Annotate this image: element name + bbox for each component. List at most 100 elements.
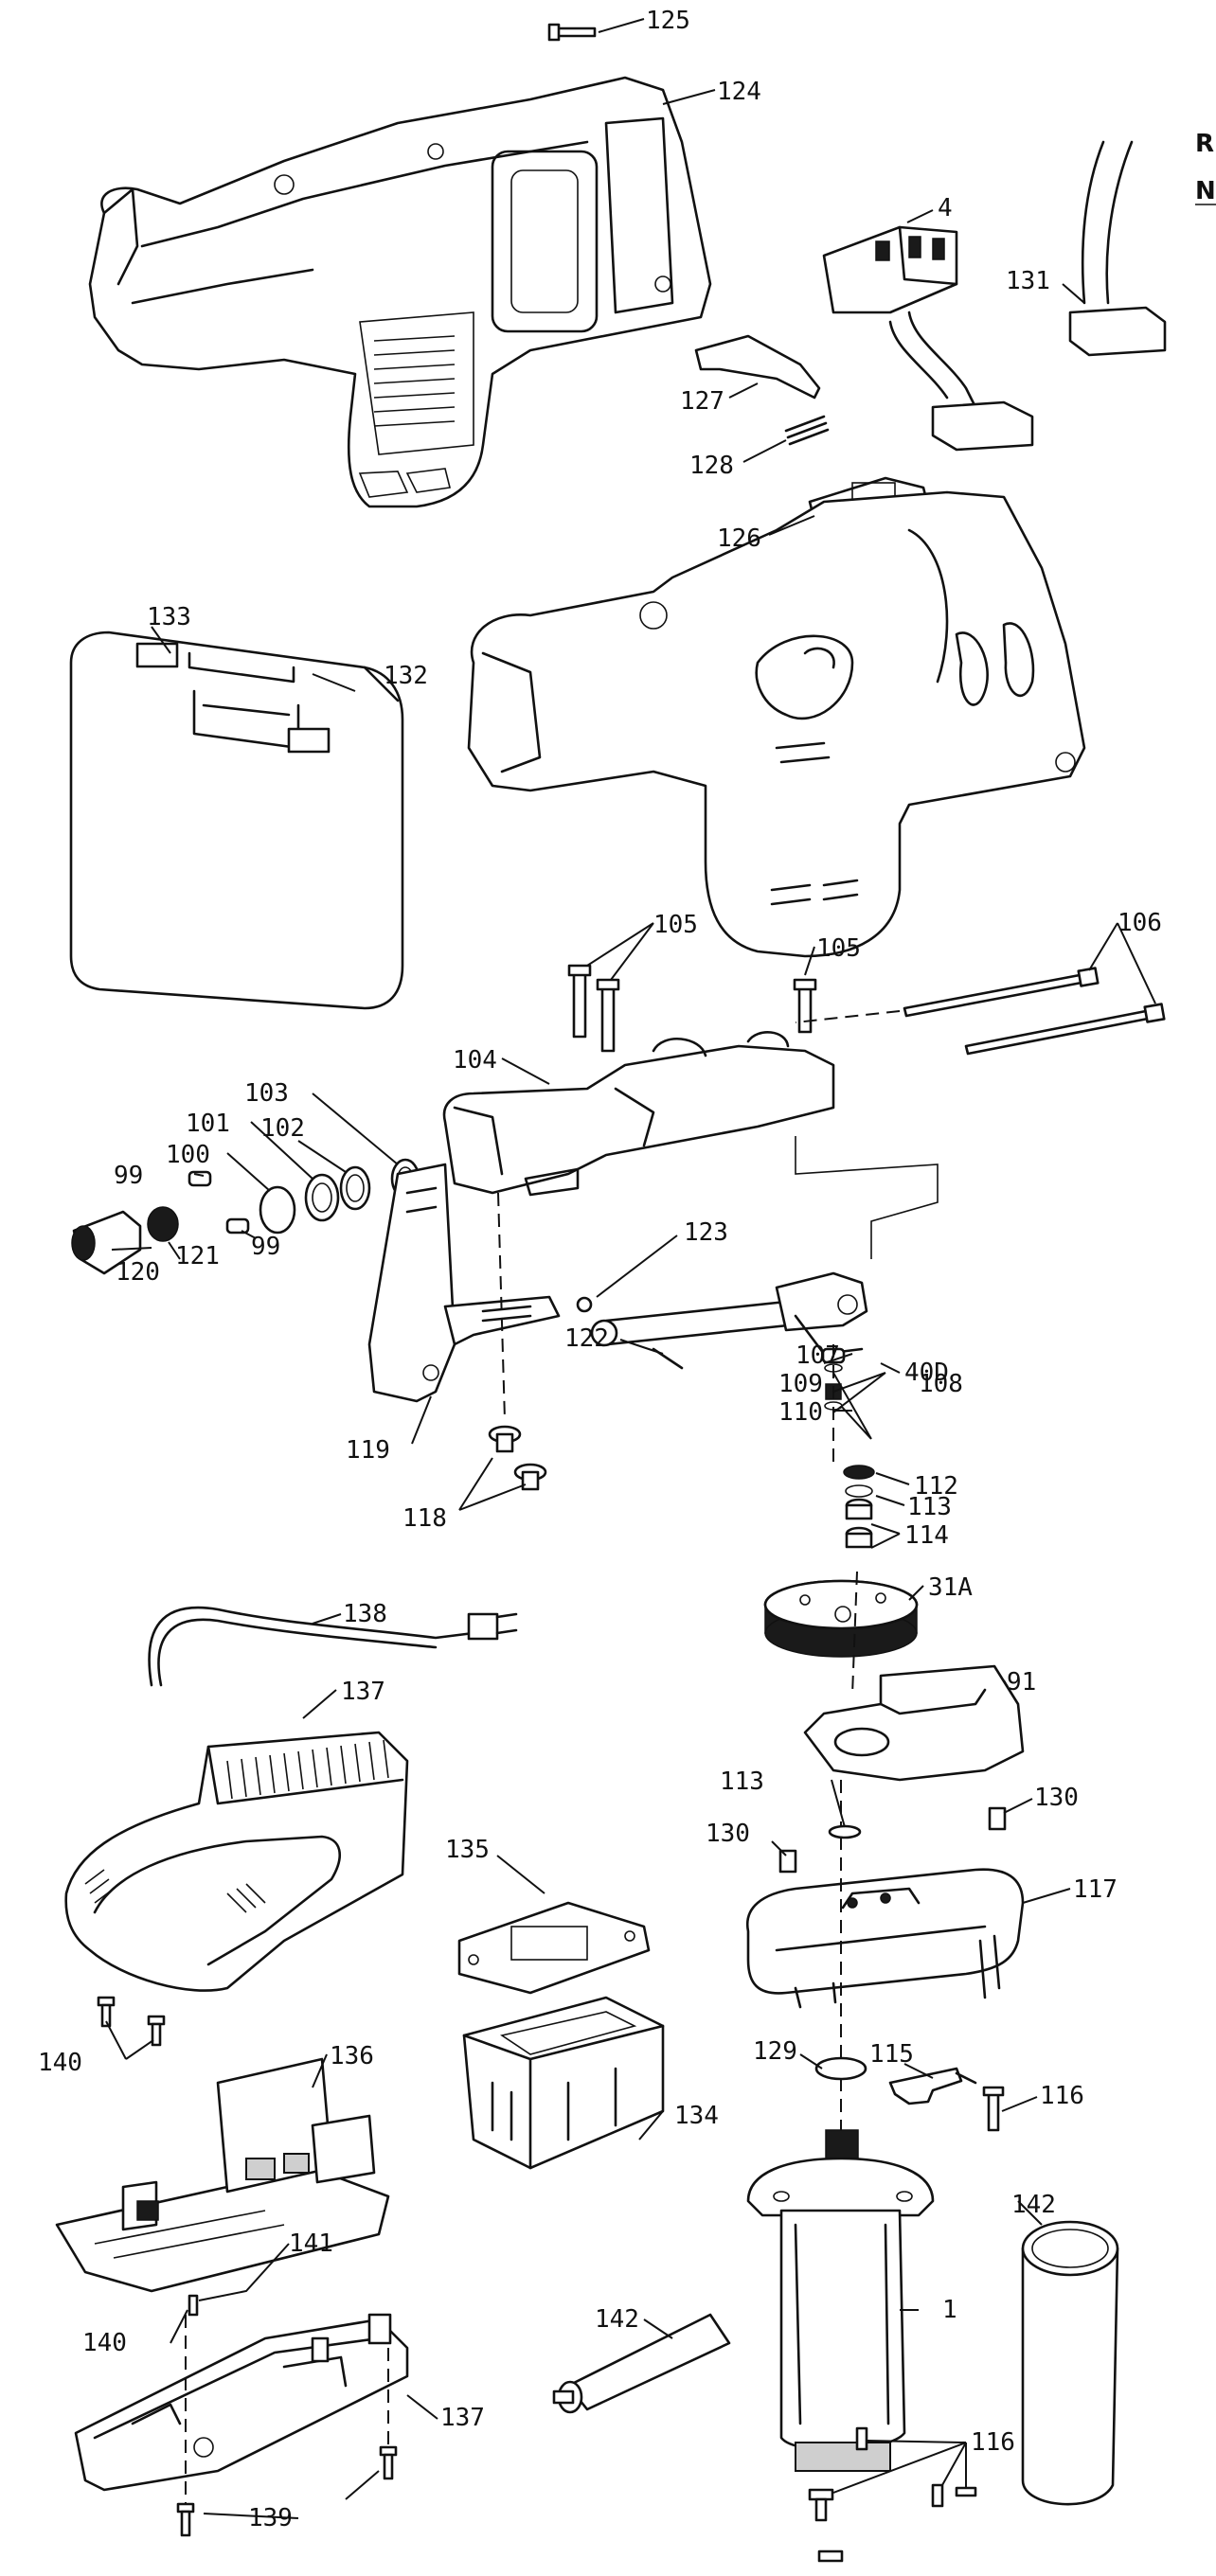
callout-105-left: 105 bbox=[653, 911, 698, 939]
callout-100: 100 bbox=[166, 1141, 210, 1169]
part-130-pins bbox=[778, 1806, 1007, 1874]
callout-101: 101 bbox=[186, 1110, 230, 1138]
part-118-screws bbox=[488, 1425, 547, 1491]
part-124-housing-half bbox=[88, 76, 712, 508]
part-135-battery-cap bbox=[457, 1901, 651, 1995]
callout-123: 123 bbox=[684, 1218, 728, 1247]
part-40D-plunger bbox=[590, 1271, 868, 1356]
part-102-ring bbox=[339, 1165, 371, 1211]
callout-99-lower: 99 bbox=[251, 1233, 280, 1261]
part-129-oring bbox=[814, 2056, 867, 2081]
callout-103: 103 bbox=[244, 1079, 289, 1108]
header-fragment-line1: R bbox=[1195, 130, 1214, 158]
part-128-spring bbox=[784, 415, 830, 446]
callout-116-upper: 116 bbox=[1040, 2082, 1084, 2110]
part-141-pin bbox=[188, 2294, 199, 2317]
part-99-pins bbox=[188, 1170, 250, 1235]
part-115-clamp bbox=[888, 2067, 977, 2105]
callout-121: 121 bbox=[175, 1242, 220, 1270]
callout-102: 102 bbox=[260, 1114, 305, 1143]
callout-136: 136 bbox=[330, 2042, 374, 2070]
callout-130-right: 130 bbox=[1034, 1784, 1079, 1812]
callout-105-right: 105 bbox=[816, 934, 861, 963]
part-120-collar bbox=[71, 1210, 142, 1275]
callout-137-upper: 137 bbox=[341, 1678, 385, 1706]
callout-104: 104 bbox=[453, 1046, 497, 1075]
callout-133: 133 bbox=[147, 603, 191, 631]
part-106-rods bbox=[903, 967, 1166, 1056]
callout-141: 141 bbox=[289, 2230, 333, 2258]
part-127-latch bbox=[694, 334, 821, 400]
callout-142-right: 142 bbox=[1011, 2191, 1056, 2219]
callout-114: 114 bbox=[904, 1521, 949, 1550]
callout-99-upper: 99 bbox=[114, 1162, 143, 1190]
callout-113-lower: 113 bbox=[720, 1768, 764, 1796]
callout-140-lower: 140 bbox=[82, 2329, 127, 2357]
part-1-motor bbox=[746, 2129, 935, 2472]
callout-1: 1 bbox=[942, 2296, 957, 2324]
callout-132: 132 bbox=[384, 662, 428, 690]
part-31A-gear bbox=[763, 1579, 919, 1658]
callout-138: 138 bbox=[343, 1600, 387, 1628]
assembled-saw-housing bbox=[467, 490, 1086, 958]
callout-109: 109 bbox=[778, 1370, 823, 1398]
callout-118: 118 bbox=[402, 1504, 447, 1533]
callout-labels: 125 124 4 131 127 128 126 133 132 105 10… bbox=[38, 7, 1162, 2532]
part-100-clip bbox=[259, 1185, 296, 1235]
part-4-switch bbox=[822, 225, 1034, 452]
callout-142-left: 142 bbox=[595, 2305, 639, 2334]
part-113-ring-lower bbox=[828, 1824, 862, 1839]
part-91-bracket bbox=[803, 1664, 1025, 1782]
callout-116-lower: 116 bbox=[971, 2428, 1015, 2457]
part-116-screw-upper bbox=[982, 2086, 1005, 2132]
callout-112: 112 bbox=[914, 1472, 958, 1501]
part-140-screws bbox=[97, 1996, 166, 2047]
callout-125: 125 bbox=[646, 7, 690, 35]
part-101-ring bbox=[304, 1173, 340, 1222]
part-137-charger-base bbox=[74, 2313, 409, 2492]
callout-129: 129 bbox=[753, 2037, 797, 2066]
callout-107: 107 bbox=[796, 1341, 840, 1370]
part-121-spring bbox=[147, 1206, 179, 1242]
part-119-shoe bbox=[367, 1163, 561, 1403]
callout-108: 108 bbox=[919, 1370, 963, 1398]
callout-134: 134 bbox=[674, 2102, 719, 2130]
callout-128: 128 bbox=[689, 452, 734, 480]
callout-106: 106 bbox=[1118, 909, 1162, 937]
part-117-gear-plate bbox=[745, 1868, 1025, 2009]
callout-137-lower: 137 bbox=[440, 2404, 485, 2432]
part-142-can bbox=[1021, 2220, 1119, 2506]
callout-110: 110 bbox=[778, 1398, 823, 1427]
callout-140-upper: 140 bbox=[38, 2049, 82, 2077]
assembly-center-lines bbox=[185, 1010, 939, 2504]
part-136-circuit-board bbox=[55, 2057, 390, 2293]
callout-127: 127 bbox=[680, 387, 724, 416]
part-142-grease-tube bbox=[552, 2313, 731, 2414]
part-133-label bbox=[135, 642, 179, 668]
part-116-screws-lower bbox=[808, 2426, 977, 2563]
part-105-screws bbox=[567, 964, 817, 1053]
part-104-gear-housing bbox=[442, 1031, 835, 1197]
callout-120: 120 bbox=[116, 1258, 160, 1287]
callout-115: 115 bbox=[869, 2040, 914, 2069]
part-131-terminal-block bbox=[1068, 140, 1167, 357]
callout-117: 117 bbox=[1073, 1875, 1118, 1904]
part-137-charger-top bbox=[64, 1731, 409, 1992]
callout-122: 122 bbox=[564, 1324, 609, 1353]
callout-126: 126 bbox=[717, 524, 761, 553]
part-132-carry-case bbox=[69, 631, 404, 1010]
part-125-screw bbox=[547, 23, 597, 42]
callout-131: 131 bbox=[1006, 267, 1050, 295]
part-134-battery bbox=[462, 1996, 665, 2170]
callout-91: 91 bbox=[1007, 1668, 1036, 1697]
callout-40D: 40D bbox=[904, 1359, 949, 1387]
part-138-cord bbox=[148, 1606, 518, 1687]
callout-130-left: 130 bbox=[706, 1820, 750, 1848]
callout-139: 139 bbox=[248, 2504, 293, 2532]
part-139-screws bbox=[176, 2445, 398, 2537]
callout-124: 124 bbox=[717, 78, 761, 106]
header-fragment-line2: N bbox=[1195, 177, 1216, 205]
callout-119: 119 bbox=[346, 1436, 390, 1465]
part-123-pin bbox=[576, 1296, 593, 1313]
